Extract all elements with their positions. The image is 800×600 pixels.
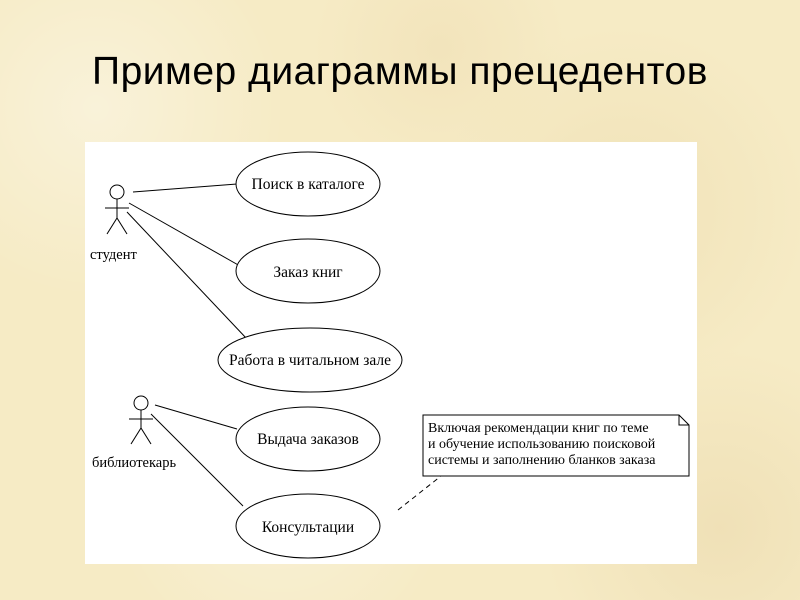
- use-case-reading-room: [217, 327, 403, 393]
- association-student-reading-room: [126, 211, 248, 340]
- note-line-1: Включая рекомендации книг по теме: [428, 421, 649, 436]
- actor-student-label: студент: [90, 247, 137, 263]
- note-anchor-line: [397, 475, 442, 511]
- actor-librarian-label: библиотекарь: [92, 455, 176, 471]
- note-box: [422, 414, 690, 477]
- use-case-catalog-search-label: Поиск в каталоге: [252, 176, 365, 193]
- actor-librarian-figure: [129, 395, 153, 445]
- diagram-canvas: студент библиотекарь Поиск в каталоге За…: [90, 151, 690, 559]
- association-librarian-order-issue: [154, 404, 238, 430]
- use-case-reading-room-label: Работа в читальном зале: [229, 352, 391, 369]
- actor-student-figure: [105, 184, 129, 235]
- association-student-book-order: [128, 202, 241, 267]
- use-case-book-order: [235, 238, 381, 304]
- note-line-3: системы и заполнению бланков заказа: [428, 453, 656, 468]
- use-case-order-issue: [235, 406, 381, 472]
- use-case-book-order-label: Заказ книг: [273, 264, 342, 281]
- use-case-consultations-label: Консультации: [262, 519, 354, 536]
- use-case-diagram: студент библиотекарь Поиск в каталоге За…: [85, 142, 697, 564]
- association-librarian-consultations: [150, 413, 244, 507]
- use-case-order-issue-label: Выдача заказов: [257, 431, 359, 448]
- note-line-2: и обучение использованию поисковой: [428, 437, 656, 452]
- use-case-consultations: [235, 493, 381, 559]
- use-case-catalog-search: [235, 151, 381, 217]
- slide-title: Пример диаграммы прецедентов: [92, 50, 708, 93]
- association-student-catalog-search: [132, 183, 238, 193]
